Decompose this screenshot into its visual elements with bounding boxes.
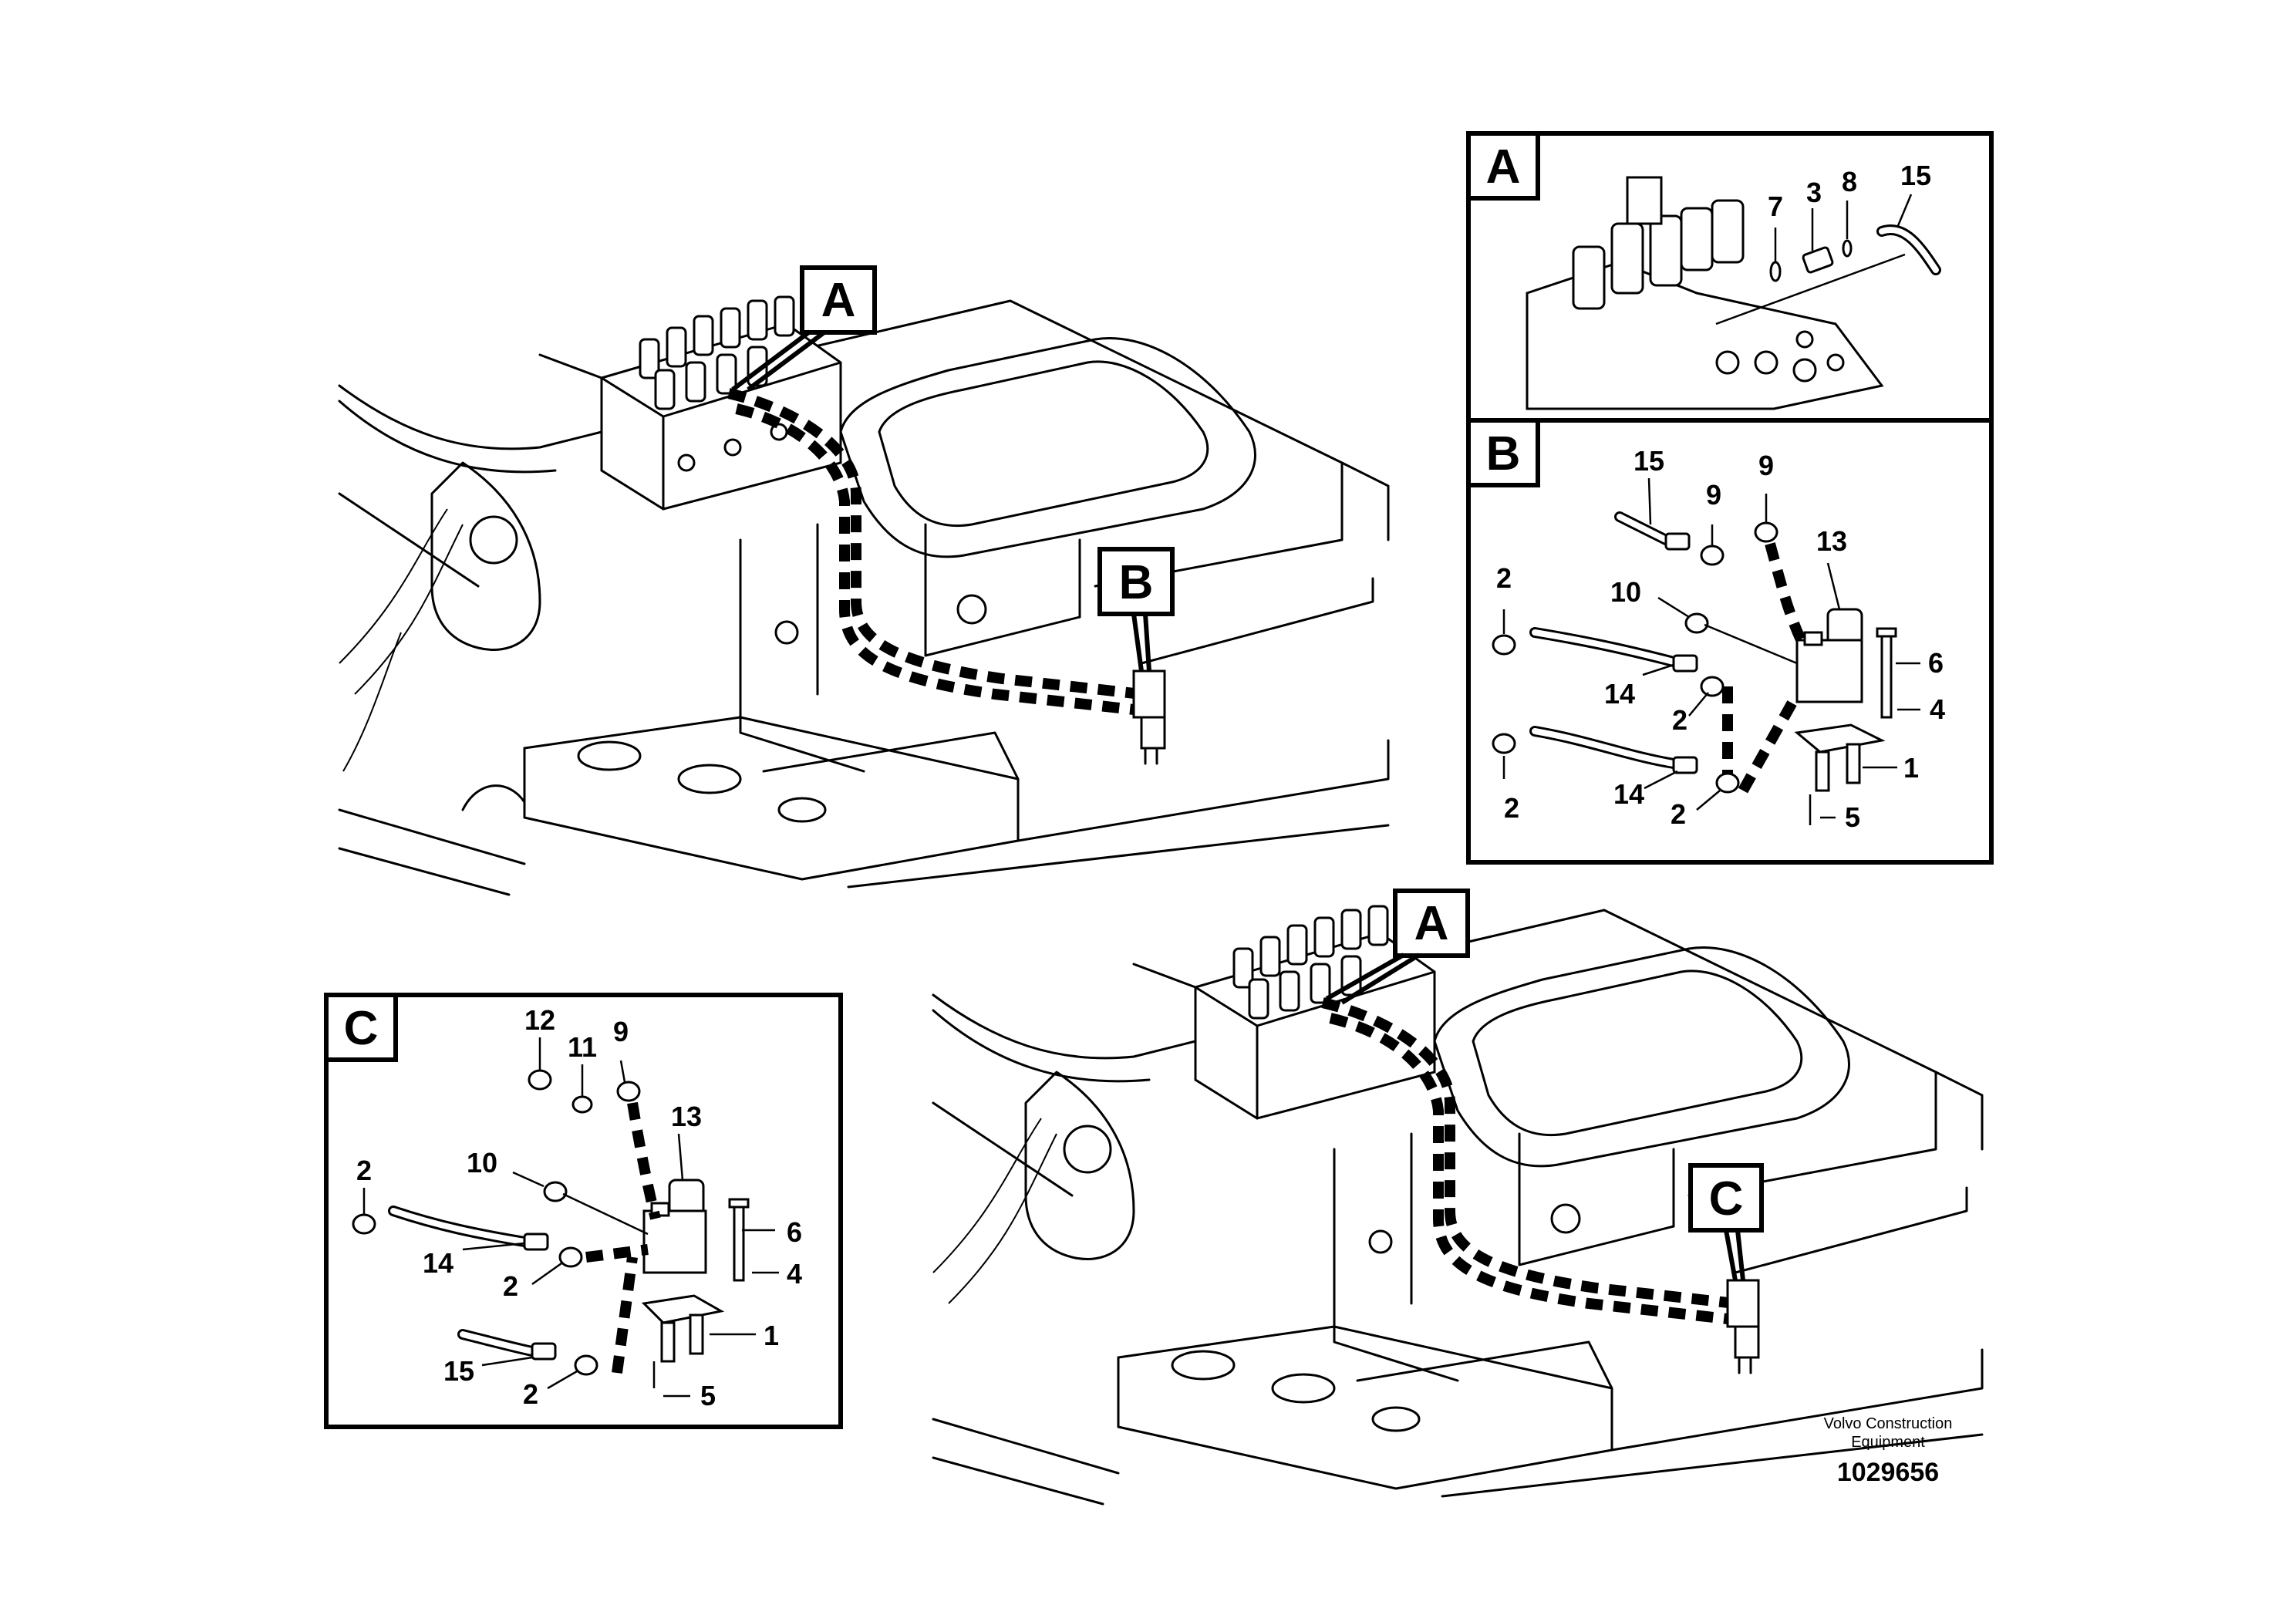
svg-text:5: 5 — [1845, 801, 1860, 833]
svg-text:3: 3 — [1806, 177, 1822, 208]
detail-b: B — [1466, 418, 1994, 865]
svg-text:13: 13 — [1816, 525, 1847, 557]
svg-text:15: 15 — [1900, 160, 1931, 191]
svg-text:9: 9 — [1758, 450, 1774, 481]
detail-c: C — [324, 993, 843, 1429]
callout-a-top: A — [731, 265, 877, 392]
svg-text:2: 2 — [1671, 798, 1686, 830]
svg-text:1: 1 — [1903, 752, 1919, 784]
callout-c-bottom: C — [1688, 1163, 1764, 1281]
detail-a: A 7 3 8 15 — [1466, 131, 1994, 423]
svg-text:6: 6 — [1928, 647, 1944, 679]
svg-text:A: A — [1486, 140, 1521, 194]
svg-text:13: 13 — [671, 1101, 702, 1132]
document-number: 1029656 — [1837, 1458, 1939, 1487]
callout-b-top: B — [1097, 547, 1175, 672]
svg-text:7: 7 — [1768, 191, 1783, 222]
main-valve-block-bottom — [1132, 905, 1436, 1120]
main-view-top — [338, 295, 1390, 896]
svg-text:9: 9 — [613, 1016, 629, 1047]
svg-text:10: 10 — [1610, 576, 1641, 608]
brand-line-2: Equipment — [1851, 1434, 1925, 1451]
main-valve-block-top — [538, 295, 842, 511]
callout-a-bottom: A — [1325, 889, 1470, 1005]
svg-text:B: B — [1486, 427, 1521, 481]
footer: Volvo Construction Equipment 1029656 — [1824, 1415, 1953, 1487]
svg-text:6: 6 — [787, 1216, 802, 1248]
svg-text:14: 14 — [1613, 778, 1644, 810]
main-view-bottom — [932, 905, 1984, 1506]
svg-text:9: 9 — [1706, 479, 1721, 511]
svg-text:B: B — [1119, 556, 1154, 609]
svg-text:A: A — [821, 274, 856, 327]
svg-text:10: 10 — [467, 1147, 497, 1179]
brand-line-1: Volvo Construction — [1824, 1415, 1953, 1432]
svg-text:2: 2 — [1496, 562, 1512, 594]
svg-text:1: 1 — [764, 1320, 779, 1351]
svg-text:15: 15 — [1633, 445, 1664, 477]
svg-text:14: 14 — [423, 1247, 453, 1279]
svg-text:2: 2 — [1504, 792, 1519, 824]
svg-text:C: C — [344, 1002, 379, 1055]
svg-text:2: 2 — [356, 1155, 372, 1186]
svg-text:8: 8 — [1842, 166, 1857, 197]
svg-text:C: C — [1709, 1172, 1744, 1226]
svg-text:4: 4 — [787, 1258, 802, 1290]
svg-text:4: 4 — [1930, 693, 1945, 725]
svg-text:2: 2 — [523, 1378, 538, 1410]
svg-text:14: 14 — [1604, 678, 1635, 710]
svg-text:2: 2 — [1672, 704, 1687, 736]
svg-text:A: A — [1414, 897, 1449, 950]
svg-text:2: 2 — [503, 1270, 518, 1302]
svg-text:15: 15 — [443, 1355, 474, 1387]
svg-text:5: 5 — [700, 1380, 716, 1411]
svg-text:11: 11 — [568, 1031, 597, 1063]
svg-text:12: 12 — [524, 1004, 555, 1036]
